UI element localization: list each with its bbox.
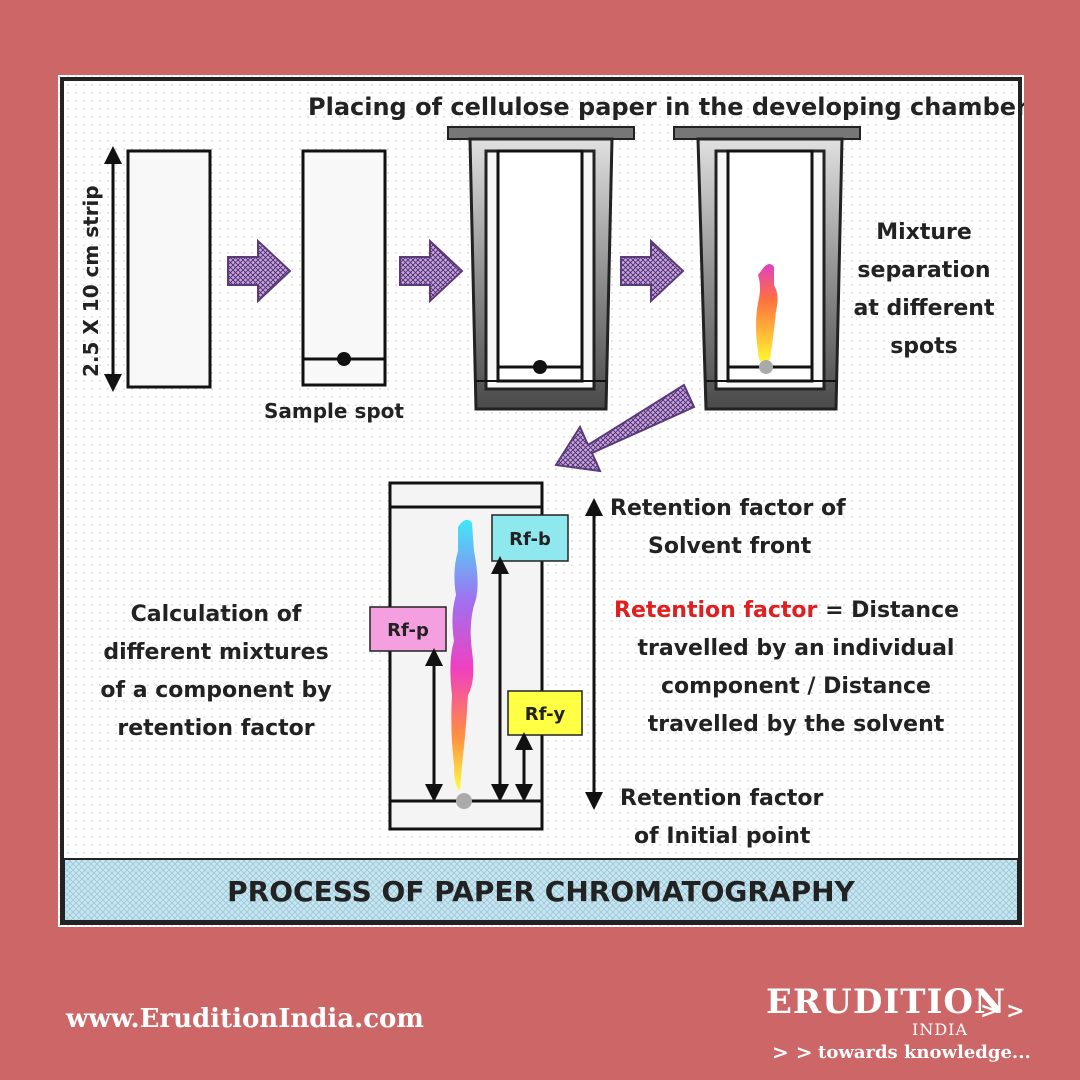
process-arrow-2	[399, 238, 464, 304]
website-url: www.EruditionIndia.com	[66, 1004, 424, 1034]
definition-line-4: travelled by the solvent	[648, 712, 945, 737]
definition-line-2: travelled by an individual	[638, 636, 955, 661]
title-bar	[63, 858, 1019, 922]
definition-rest: = Distance	[817, 598, 959, 623]
initial-point-line-2: of Initial point	[634, 824, 811, 849]
rf-p-box: Rf-p	[369, 606, 447, 652]
mixture-separation-line-2: separation	[857, 258, 990, 283]
spotted-strip	[301, 149, 387, 387]
strip-dimension-label: 2.5 X 10 cm strip	[79, 185, 103, 377]
developing-chamber-1	[447, 126, 635, 411]
diagonal-process-arrow	[554, 383, 696, 473]
sample-spot-label: Sample spot	[264, 399, 404, 423]
rf-y-label: Rf-y	[525, 704, 566, 725]
developing-chamber-2	[673, 126, 861, 411]
chamber-1-lid	[447, 126, 635, 140]
process-arrow-1	[227, 238, 292, 304]
diagram-title: PROCESS OF PAPER CHROMATOGRAPHY	[227, 875, 855, 908]
diagram-panel: Placing of cellulose paper in the develo…	[58, 75, 1024, 927]
chromatography-diagram: Placing of cellulose paper in the develo…	[58, 75, 1024, 927]
definition-line-3: component / Distance	[661, 674, 931, 699]
process-arrow-3	[620, 238, 685, 304]
brand-chevrons: > >	[980, 998, 1025, 1024]
solvent-front-line-2: Solvent front	[648, 534, 812, 559]
separated-mixture-spot	[756, 264, 778, 365]
blank-strip	[126, 149, 212, 389]
initial-point-line-1: Retention factor	[620, 786, 824, 811]
definition-term: Retention factor	[614, 598, 818, 623]
calculation-line-2: different mixtures	[103, 640, 328, 665]
brand-name: ERUDITION	[766, 982, 1007, 1022]
rf-b-box: Rf-b	[491, 514, 569, 562]
mixture-separation-line-4: spots	[890, 334, 958, 359]
calculation-line-3: of a component by	[100, 678, 331, 703]
calculation-line-1: Calculation of	[131, 602, 302, 627]
mixture-separation-line-1: Mixture	[876, 220, 972, 245]
solvent-front-line-1: Retention factor of	[610, 496, 846, 521]
developed-mixture-streak	[450, 519, 478, 791]
calculation-line-4: retention factor	[117, 716, 314, 741]
brand-tagline: towards knowledge...	[818, 1042, 1031, 1063]
definition-line-1: Retention factor = Distance	[614, 598, 959, 623]
mixture-separation-line-3: at different	[853, 296, 994, 321]
rf-p-label: Rf-p	[387, 620, 429, 641]
tagline-chevrons: > >	[772, 1040, 813, 1064]
rf-y-box: Rf-y	[507, 690, 583, 736]
brand-subtitle: INDIA	[912, 1020, 969, 1039]
diagram-border	[60, 77, 1022, 925]
sample-spot-dot	[337, 352, 351, 366]
chamber-2-lid	[673, 126, 861, 140]
top-caption: Placing of cellulose paper in the develo…	[308, 93, 1024, 121]
rf-b-label: Rf-b	[509, 529, 551, 550]
